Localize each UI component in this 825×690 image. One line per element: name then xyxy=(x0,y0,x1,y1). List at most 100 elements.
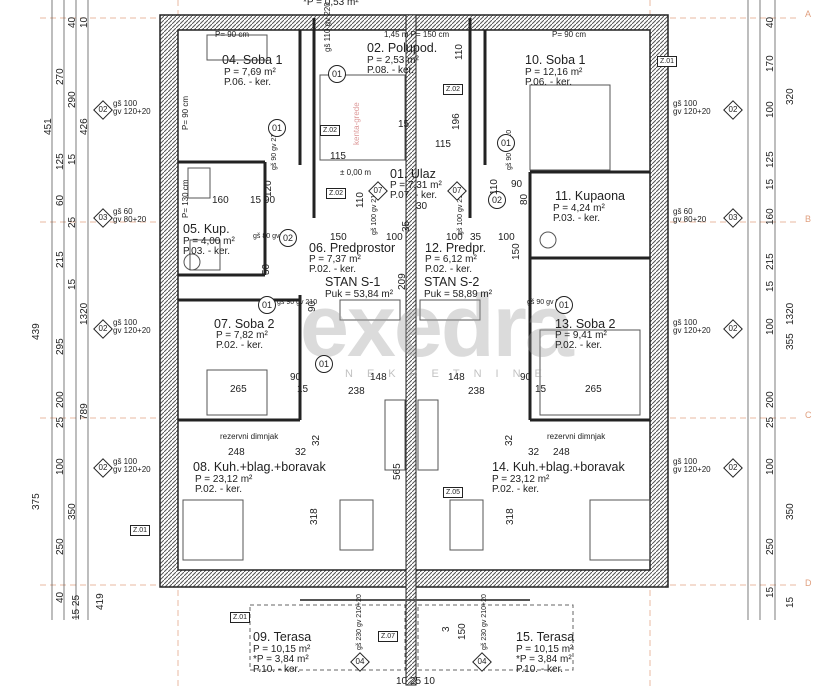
dimension: 1320 xyxy=(785,302,796,325)
detail-tag: Z.02 xyxy=(326,188,347,199)
room-area: P = 4,24 m² xyxy=(553,203,605,214)
room-floor: P.02. - ker. xyxy=(216,340,264,351)
dimension: 250 xyxy=(765,538,776,555)
dimension: 248 xyxy=(228,447,245,458)
dimension: 160 xyxy=(212,195,229,206)
room-name: 09. Terasa xyxy=(253,630,312,644)
unit-name: STAN S-2 xyxy=(424,275,480,289)
dimension: 60 xyxy=(55,194,66,206)
room-name: 06. Predprostor xyxy=(309,241,396,255)
room-floor: P.06. - ker. xyxy=(224,77,272,88)
room-area: P = 23,12 m² xyxy=(492,474,550,485)
dimension: 1320 xyxy=(79,302,90,325)
dimension: 215 xyxy=(55,251,66,268)
dimension: 10 25 10 xyxy=(396,676,435,687)
dimension-lines xyxy=(51,0,776,620)
dimension: 100 xyxy=(55,458,66,475)
dimension: 15 xyxy=(765,586,776,598)
dimension: 15 90 xyxy=(250,195,276,206)
dimension: 419 xyxy=(95,593,106,610)
door-spec: gš 90 gv 210 xyxy=(277,299,318,306)
dimension: 15 xyxy=(297,384,309,395)
furniture xyxy=(182,34,651,561)
dimension: 15 xyxy=(67,278,78,290)
room-floor: P.03. - ker. xyxy=(183,246,231,257)
room-area: P = 7,37 m² xyxy=(309,254,361,265)
dimension: 209 xyxy=(397,273,408,290)
dimension: 90 xyxy=(520,372,532,383)
door-spec: gš 230 gv 210+20 xyxy=(356,594,363,650)
dimension: 100 xyxy=(765,101,776,118)
room-name: 02. Polupod. xyxy=(367,41,438,55)
dimension: 115 xyxy=(330,151,346,162)
room-name: 15. Terasa xyxy=(516,630,575,644)
room-name: 04. Soba 1 xyxy=(222,53,283,67)
dimension: 248 xyxy=(553,447,570,458)
room-area: P = 7,69 m² xyxy=(224,67,276,78)
door-mark: 02 xyxy=(488,191,506,209)
dimension: 439 xyxy=(31,323,42,340)
dimension: 25 xyxy=(67,216,78,228)
detail-tag: Z.01 xyxy=(657,56,678,67)
detail-tag: Z.05 xyxy=(443,487,464,498)
dimension: 196 xyxy=(451,113,462,130)
room-name: 01. Ulaz xyxy=(390,167,436,181)
room-extra: *P = 3,84 m² xyxy=(253,654,309,665)
dimension: 15 xyxy=(398,119,410,130)
dimension: 148 xyxy=(370,372,387,383)
dimension: 265 xyxy=(230,384,247,395)
dimension: 100 xyxy=(765,458,776,475)
room-floor: P.08. - ker. xyxy=(367,65,415,76)
unit-name: STAN S-1 xyxy=(325,275,381,289)
dimension: 15 xyxy=(67,153,78,165)
door-spec: gš 230 gv 210+20 xyxy=(481,594,488,650)
dimension: 15 xyxy=(535,384,547,395)
door-spec: gš 110 gv 220 xyxy=(323,2,332,52)
note-chimney: rezervni dimnjak xyxy=(547,432,606,441)
dimension: 32 xyxy=(295,447,307,458)
door-spec: gš 80 gv 210 xyxy=(253,233,294,240)
dimension: 350 xyxy=(785,503,796,520)
grid-letter-a: A xyxy=(805,9,812,19)
note-parapet: P= 90 cm xyxy=(215,30,250,39)
dimension: 30 xyxy=(416,201,428,212)
dimension: 115 xyxy=(435,139,451,150)
watermark-sub: NEKRETNINE xyxy=(345,368,556,380)
dimension: 100 xyxy=(386,232,403,243)
dimension: 170 xyxy=(765,55,776,72)
note-stair-level: 1,45 m P= 150 cm xyxy=(384,30,450,39)
dimension: 50 xyxy=(261,263,272,275)
room-area: P = 7,82 m² xyxy=(216,330,268,341)
door-mark: 01 xyxy=(268,119,286,137)
room-name: 12. Predpr. xyxy=(425,241,487,255)
dimension: 148 xyxy=(448,372,465,383)
dimension: 375 xyxy=(31,493,42,510)
room-name: 08. Kuh.+blag.+boravak xyxy=(193,460,326,474)
door-spec: gš 90 gv 210 xyxy=(527,299,568,306)
dimension: 215 xyxy=(765,253,776,270)
note-parapet-side: P= 90 cm xyxy=(181,95,190,130)
dimension: 15 xyxy=(765,280,776,292)
room-floor: P.10. - ker. xyxy=(253,664,301,675)
note-entry-level: ± 0,00 m xyxy=(340,168,372,177)
room-floor: P.02. - ker. xyxy=(425,264,473,275)
unit-area: Puk = 58,89 m² xyxy=(424,289,493,300)
door-mark: 01 xyxy=(315,355,333,373)
dimension: 35 xyxy=(401,220,412,232)
dimension: 100 xyxy=(498,232,515,243)
detail-tag: Z.02 xyxy=(320,125,341,136)
dimension: 150 xyxy=(457,623,468,640)
dimension: 350 xyxy=(67,503,78,520)
dimension: 318 xyxy=(505,508,516,525)
detail-tag: Z.02 xyxy=(443,84,464,95)
dimension: 90 xyxy=(307,300,318,312)
room-area: P = 6,12 m² xyxy=(425,254,477,265)
room-floor: P.07. - ker. xyxy=(390,190,438,201)
dimension: 25 xyxy=(765,416,776,428)
